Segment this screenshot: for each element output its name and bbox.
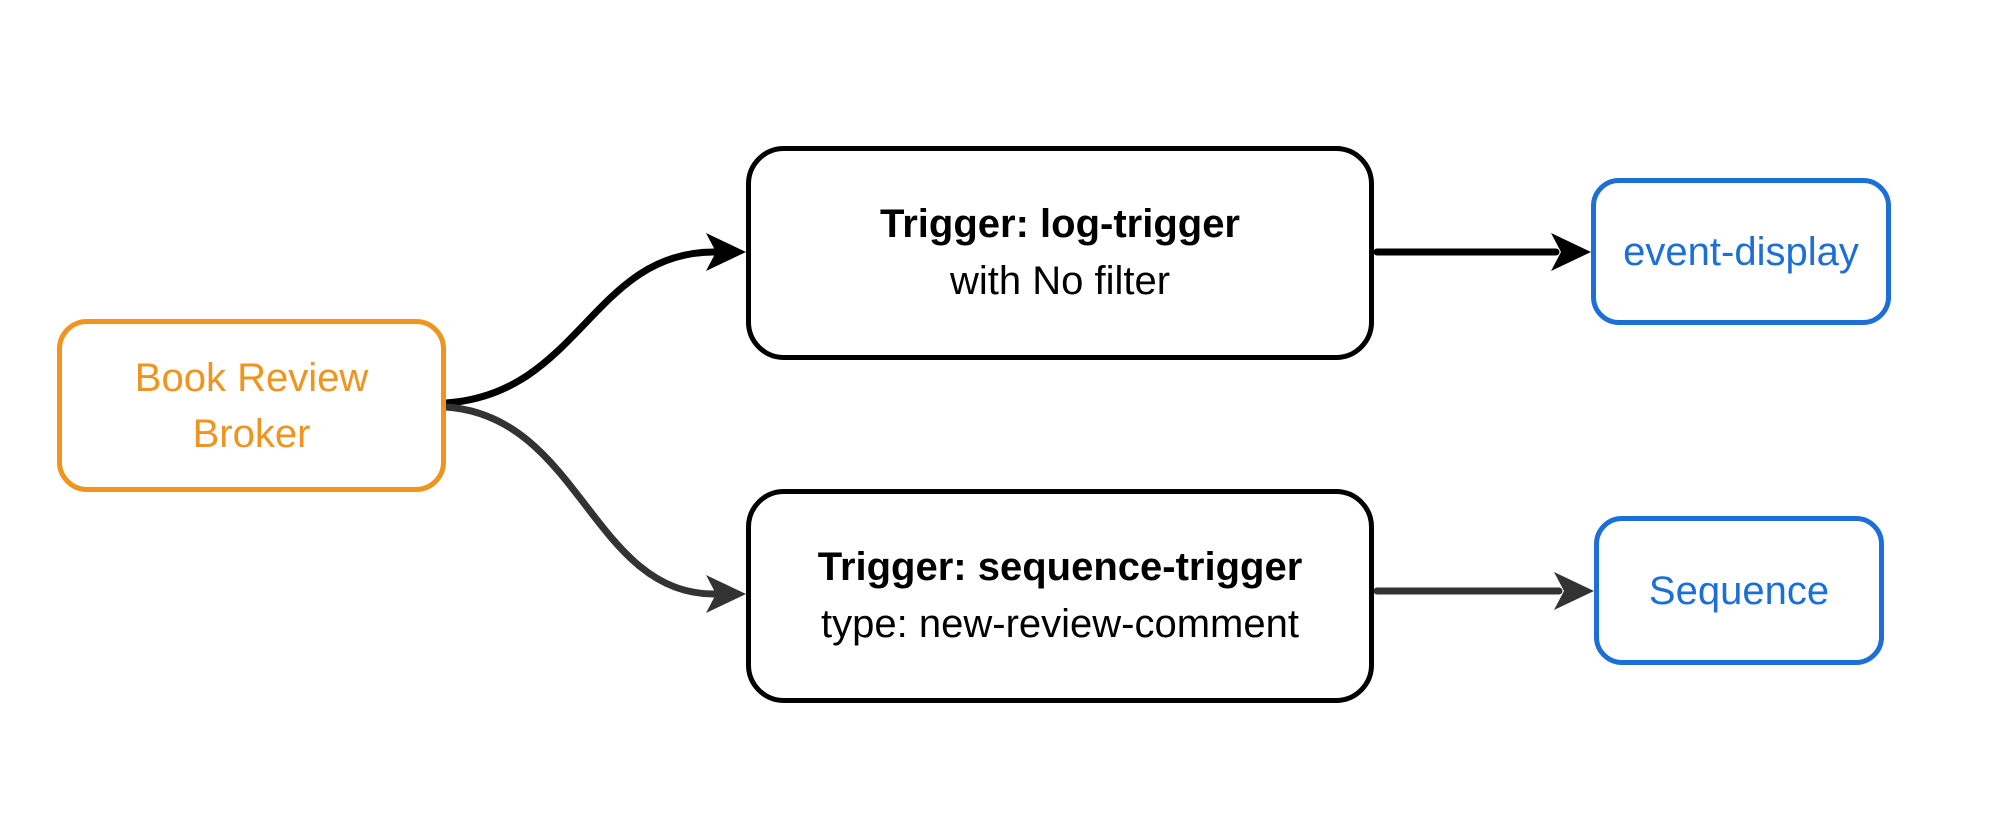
edge-broker-to-log-trigger [442,248,718,407]
log-trigger-subtitle: with No filter [949,259,1171,303]
arrowhead-log-trigger-icon [706,233,746,271]
node-trigger-sequence: Trigger: sequence-trigger type: new-revi… [746,489,1374,703]
event-display-label: event-display [1623,229,1859,274]
log-trigger-title: Trigger: log-trigger [880,202,1240,246]
sequence-trigger-title: Trigger: sequence-trigger [817,545,1303,589]
arrowhead-sequence-icon [1554,572,1594,610]
node-book-review-broker: Book Review Broker [57,319,446,492]
edge-broker-to-sequence-trigger [442,403,718,598]
arrowhead-sequence-trigger-icon [706,575,746,613]
sequence-label: Sequence [1648,568,1830,613]
arrowhead-event-display-icon [1551,233,1591,271]
sequence-trigger-subtitle: type: new-review-comment [821,602,1299,646]
node-event-display: event-display [1591,178,1891,325]
node-sequence: Sequence [1594,516,1884,665]
node-trigger-log: Trigger: log-trigger with No filter [746,146,1374,360]
broker-label: Book Review Broker [134,355,369,456]
